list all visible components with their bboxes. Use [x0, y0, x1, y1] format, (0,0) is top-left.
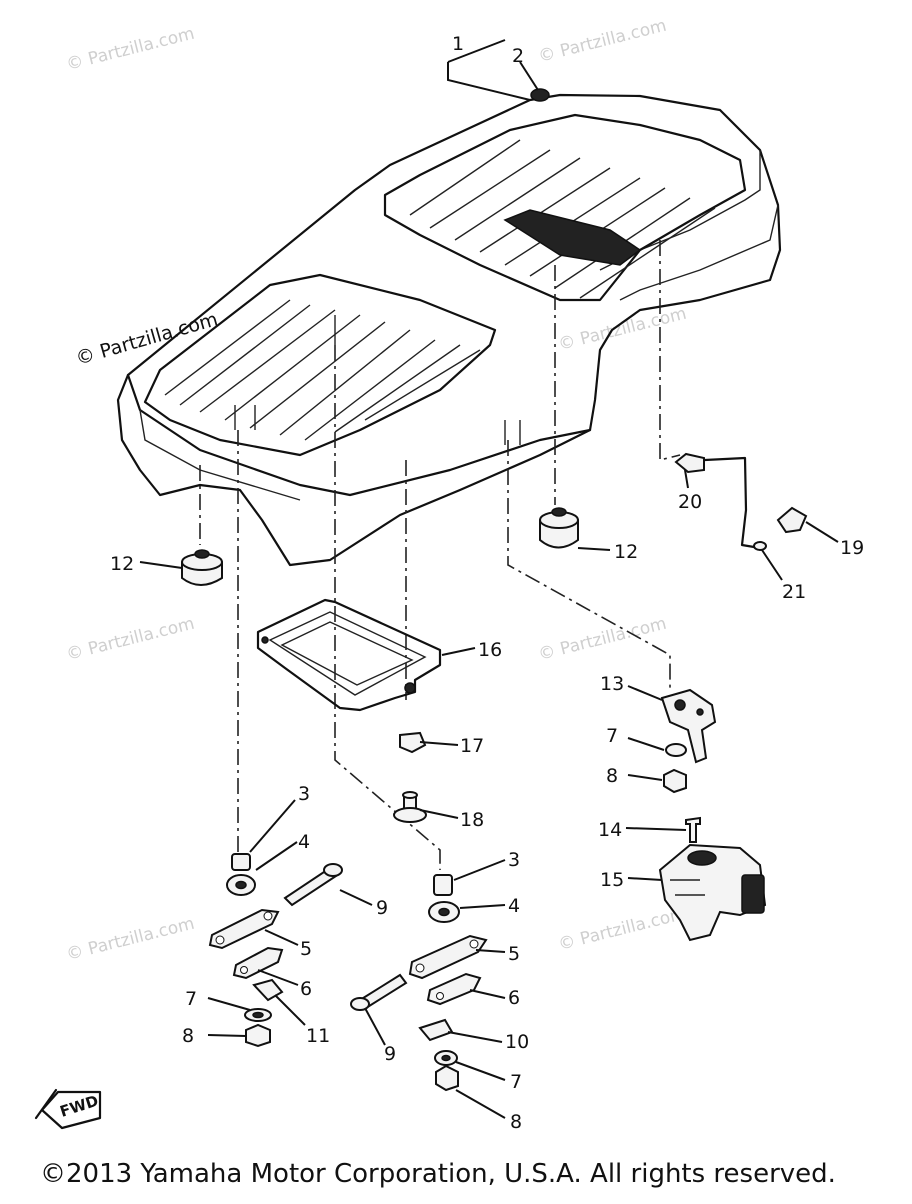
callout-8-right: 8: [510, 1111, 522, 1133]
callout-13: 13: [600, 673, 624, 695]
tool-tray: [256, 598, 442, 712]
callout-15: 15: [600, 869, 624, 891]
callout-11: 11: [306, 1025, 330, 1047]
bolt-18: [393, 791, 427, 823]
seat-lock-assembly: [658, 688, 767, 942]
watermark: © Partzilla.com: [536, 16, 668, 67]
fwd-label: FWD: [58, 1092, 101, 1121]
callout-19: 19: [840, 537, 864, 559]
callout-7-right: 7: [510, 1071, 522, 1093]
callout-5-left: 5: [300, 938, 312, 960]
callout-2: 2: [512, 45, 524, 67]
callout-17: 17: [460, 735, 484, 757]
copyright-notice: ©2013 Yamaha Motor Corporation, U.S.A. A…: [40, 1159, 836, 1189]
watermark: © Partzilla.com: [64, 914, 196, 965]
callout-leaders: [139, 39, 839, 1119]
watermark: © Partzilla.com: [64, 614, 196, 665]
watermark: © Partzilla.com: [536, 614, 668, 665]
callout-9-upper: 9: [376, 897, 388, 919]
callout-8-left: 8: [182, 1025, 194, 1047]
callout-16: 16: [478, 639, 502, 661]
assembly-lines: [199, 240, 681, 870]
callout-12-left: 12: [110, 553, 134, 575]
watermark: © Partzilla.com: [64, 24, 196, 75]
left-mount-stack: [208, 853, 343, 1048]
callout-1: 1: [452, 33, 464, 55]
callout-labels: 1 2 12 12 16 17 18 13 7 8 14 15 20 19 21…: [110, 33, 864, 1133]
nut-17: [399, 731, 427, 754]
callout-21: 21: [782, 581, 806, 603]
lock-rod-assembly: [674, 452, 808, 551]
damper-right: [539, 507, 579, 549]
callout-8-lock: 8: [606, 765, 618, 787]
callout-9-lower: 9: [384, 1043, 396, 1065]
callout-4-right: 4: [508, 895, 520, 917]
watermark: © Partzilla.com: [556, 304, 688, 355]
damper-left: [181, 549, 223, 586]
callout-6-left: 6: [300, 978, 312, 1000]
callout-5-right: 5: [508, 943, 520, 965]
seat: [116, 88, 782, 567]
callout-7-lock: 7: [606, 725, 618, 747]
callout-7-left: 7: [185, 988, 197, 1010]
watermark: © Partzilla.com: [556, 904, 688, 955]
callout-4-left: 4: [298, 831, 310, 853]
callout-3-left: 3: [298, 783, 310, 805]
forward-arrow-icon: FWD: [34, 1088, 102, 1130]
callout-12-right: 12: [614, 541, 638, 563]
watermarks: © Partzilla.com © Partzilla.com © Partzi…: [64, 16, 688, 965]
callout-18: 18: [460, 809, 484, 831]
callout-3-right: 3: [508, 849, 520, 871]
callout-20: 20: [678, 491, 702, 513]
callout-14: 14: [598, 819, 622, 841]
callout-10: 10: [505, 1031, 529, 1053]
callout-6-right: 6: [508, 987, 520, 1009]
